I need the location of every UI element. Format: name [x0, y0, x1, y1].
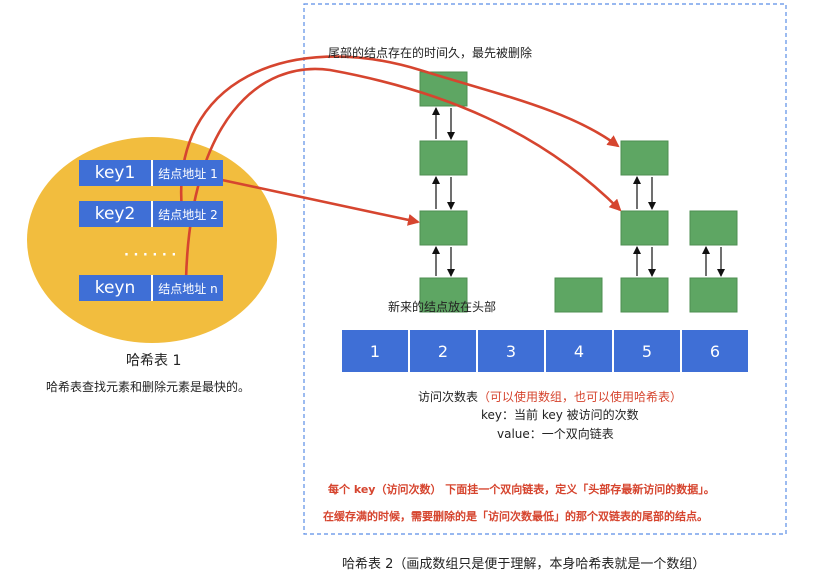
freq-cell-4: 4	[546, 330, 612, 372]
rule-2: 在缓存满的时候，需要删除的是「访问次数最低」的那个双链表的尾部的结点。	[323, 510, 708, 523]
list-node	[554, 277, 603, 313]
head-note: 新来的结点放在头部	[388, 300, 497, 314]
list-node	[689, 210, 738, 246]
key-description: key：当前 key 被访问的次数	[481, 408, 639, 422]
freq-table-label-text: 访问次数表	[418, 390, 479, 404]
freq-table-hint: （可以使用数组，也可以使用哈希表）	[478, 390, 683, 404]
hash2-caption: 哈希表 2（画成数组只是便于理解，本身哈希表就是一个数组）	[342, 557, 706, 572]
hash1-addr-2: 结点地址 2	[151, 201, 223, 227]
freq-cell-2: 2	[410, 330, 476, 372]
freq-cell-5: 5	[614, 330, 680, 372]
hash1-key-n: keyn	[79, 275, 151, 301]
hash1-addr-n: 结点地址 n	[151, 275, 223, 301]
hash2-boundary	[303, 3, 787, 535]
list-node	[689, 277, 738, 313]
hash1-key-2: key2	[79, 201, 151, 227]
list-node	[620, 140, 669, 176]
tail-note: 尾部的结点存在的时间久，最先被删除	[328, 46, 533, 60]
list-node	[419, 277, 468, 313]
hash1-description: 哈希表查找元素和删除元素是最快的。	[46, 380, 251, 394]
node-links	[432, 107, 725, 277]
freq-cell-6: 6	[682, 330, 748, 372]
hash1-key-1: key1	[79, 160, 151, 186]
freq-table-label: 访问次数表（可以使用数组，也可以使用哈希表）	[418, 388, 682, 405]
address-pointers	[179, 55, 622, 281]
list-node	[419, 140, 468, 176]
list-node	[620, 210, 669, 246]
hash1-addr-1: 结点地址 1	[151, 160, 223, 186]
value-description: value：一个双向链表	[497, 427, 614, 441]
hash1-ellipsis: · · · · · ·	[124, 248, 177, 263]
hash1-title: 哈希表 1	[126, 353, 182, 369]
freq-cell-1: 1	[342, 330, 408, 372]
rule-1: 每个 key（访问次数） 下面挂一个双向链表，定义「头部存最新访问的数据」。	[328, 483, 715, 496]
list-node	[419, 210, 468, 246]
freq-cell-3: 3	[478, 330, 544, 372]
list-node	[620, 277, 669, 313]
